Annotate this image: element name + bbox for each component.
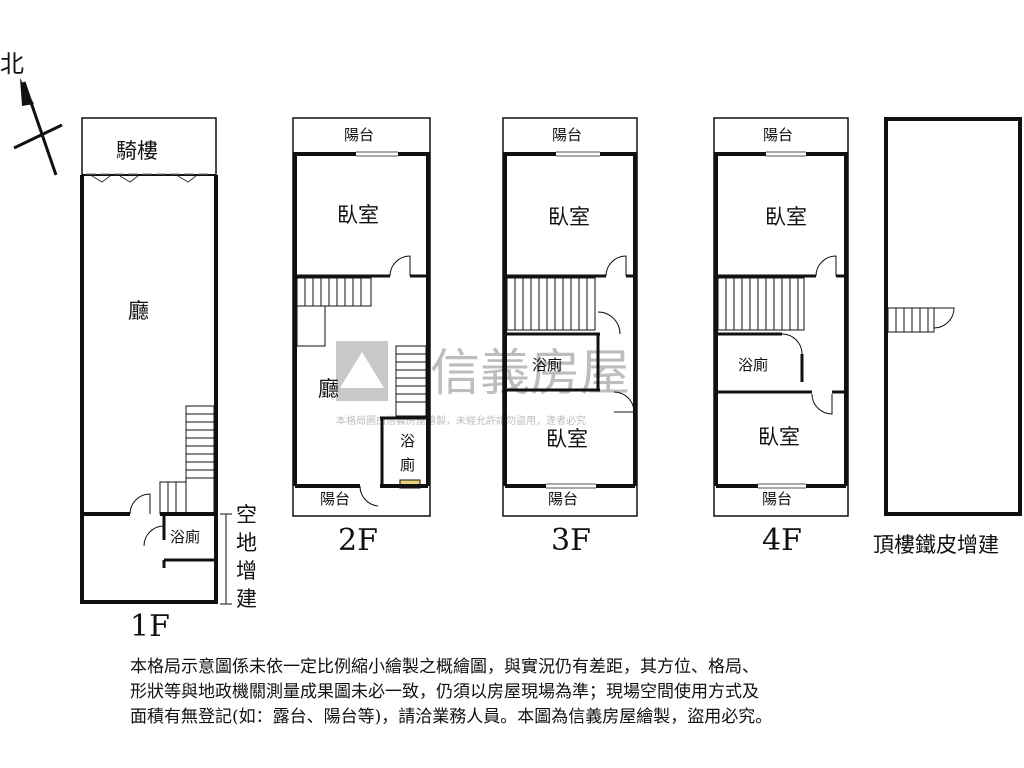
staircase xyxy=(506,277,596,331)
compass-crossbar xyxy=(13,123,63,150)
bedroom-label: 臥室 xyxy=(337,203,379,227)
door-icon xyxy=(129,493,151,515)
door-icon xyxy=(143,525,165,547)
arcade-label: 騎樓 xyxy=(116,139,158,163)
staircase xyxy=(296,277,427,417)
door-icon xyxy=(389,255,411,277)
floor-label-3f: 3F xyxy=(551,523,591,558)
bedroom-bottom-label: 臥室 xyxy=(758,425,800,449)
roof-label: 頂樓鐵皮增建 xyxy=(873,533,999,557)
watermark-notice: 本格局圖由信義房屋繪製，未經允許請勿盜用，違者必究 xyxy=(336,414,586,427)
floor-4f: 陽台 臥室 浴廁 臥室 陽台 4F xyxy=(713,117,849,558)
compass-north-label: 北 xyxy=(0,50,24,78)
bath-label: 浴廁 xyxy=(532,356,562,374)
floor-label-2f: 2F xyxy=(338,523,378,558)
bath-label-2: 廁 xyxy=(400,456,415,474)
bedroom-top-label: 臥室 xyxy=(548,205,590,229)
bath-label: 浴廁 xyxy=(738,356,768,374)
floor-2f: 陽台 臥室 廳 浴 廁 陽 xyxy=(292,117,431,558)
balcony-bottom-label: 陽台 xyxy=(548,490,578,508)
floor-label-1f: 1F xyxy=(130,609,170,644)
floor-3f: 陽台 臥室 浴廁 臥室 陽台 3F xyxy=(502,117,638,558)
bath-label-1: 浴 xyxy=(400,432,415,450)
staircase xyxy=(159,405,215,515)
bedroom-bottom-label: 臥室 xyxy=(546,427,588,451)
door-icon xyxy=(781,333,803,355)
balcony-bottom-label: 陽台 xyxy=(762,490,792,508)
watermark: 信義房屋 本格局圖由信義房屋繪製，未經允許請勿盜用，違者必究 xyxy=(336,341,630,427)
vacant-land-label-3: 增 xyxy=(236,559,257,583)
disclaimer-line-3: 面積有無登記(如：露台、陽台等)，請洽業務人員。本圖為信義房屋繪製，盜用必究。 xyxy=(130,707,773,727)
front-door-icon xyxy=(91,175,197,183)
door-icon xyxy=(811,393,833,415)
balcony-top-label: 陽台 xyxy=(344,126,374,144)
balcony-top-label: 陽台 xyxy=(763,126,793,144)
floor-label-4f: 4F xyxy=(762,523,802,558)
bath-label: 浴廁 xyxy=(170,528,200,546)
disclaimer: 本格局示意圖係未依一定比例縮小繪製之概繪圖，與實況仍有差距，其方位、格局、 形狀… xyxy=(130,655,930,730)
bedroom-top-label: 臥室 xyxy=(765,205,807,229)
watermark-brand: 信義房屋 xyxy=(430,344,630,402)
disclaimer-line-2: 形狀等與地政機關測量成果圖未必一致，仍須以房屋現場為準；現場空間使用方式及 xyxy=(130,682,759,702)
outline xyxy=(884,117,1022,516)
vacant-land-label-2: 地 xyxy=(236,531,257,555)
staircase xyxy=(717,277,805,331)
hall-label: 廳 xyxy=(128,299,149,323)
door-icon xyxy=(933,307,955,329)
vacant-land-label-1: 空 xyxy=(236,503,257,527)
door-icon xyxy=(605,255,627,277)
floor-roof: 頂樓鐵皮增建 xyxy=(873,117,1022,557)
compass-arrow-icon xyxy=(20,78,34,106)
compass: 北 xyxy=(0,50,63,176)
balcony-bottom-label: 陽台 xyxy=(320,490,350,508)
balcony-top-label: 陽台 xyxy=(552,126,582,144)
vacant-land-label-4: 建 xyxy=(236,587,257,611)
door-icon xyxy=(597,311,621,335)
door-icon xyxy=(359,485,379,507)
door-icon xyxy=(815,255,837,277)
staircase xyxy=(887,307,955,333)
watermark-logo-mark xyxy=(340,352,384,388)
hall-label: 廳 xyxy=(318,377,339,401)
door-icon xyxy=(613,391,635,413)
disclaimer-line-1: 本格局示意圖係未依一定比例縮小繪製之概繪圖，與實況仍有差距，其方位、格局、 xyxy=(130,657,759,677)
floor-1f: 騎樓 廳 浴廁 空 xyxy=(80,117,257,644)
